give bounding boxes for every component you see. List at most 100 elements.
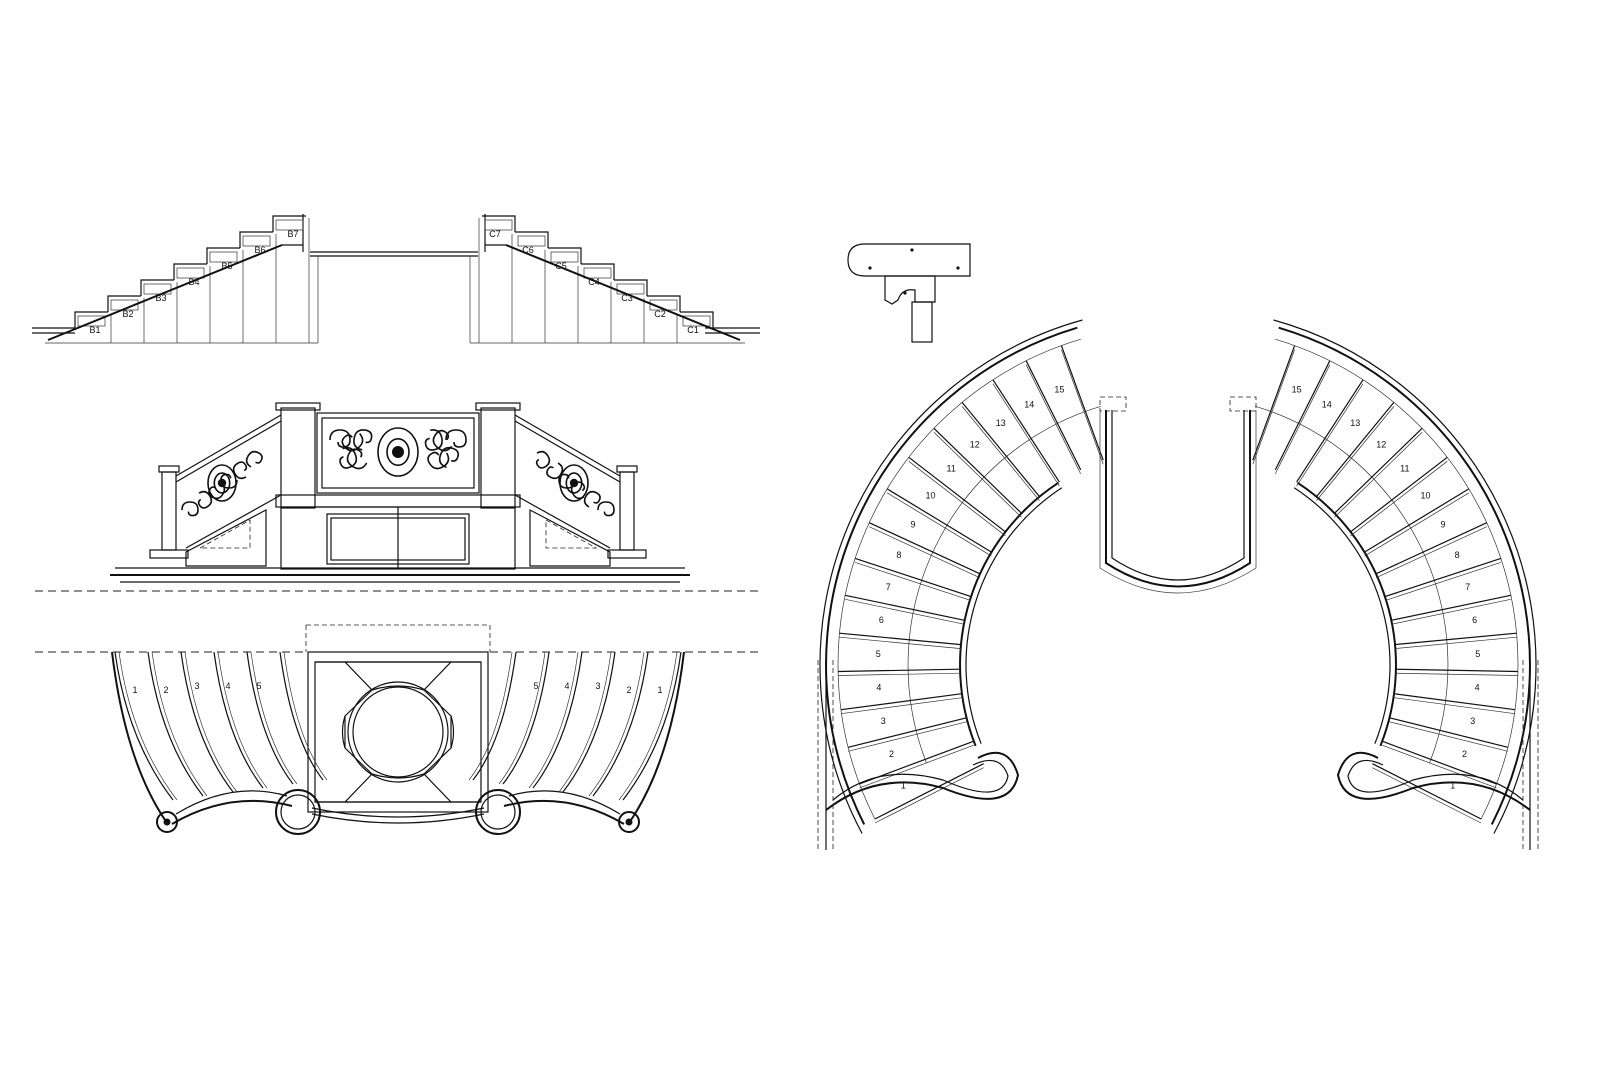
left-tread-line bbox=[114, 651, 174, 801]
right-step-profile bbox=[482, 215, 516, 232]
right-tread-line bbox=[502, 651, 550, 785]
left-medallion-ornament bbox=[207, 464, 237, 502]
right-tread-line bbox=[472, 651, 517, 781]
left-curved-step-number: 10 bbox=[925, 490, 935, 500]
right-curved-step-number: 7 bbox=[1465, 582, 1470, 592]
right-curved-step-number: 11 bbox=[1400, 464, 1409, 474]
left-step-label: B6 bbox=[254, 245, 265, 255]
right-tread-line bbox=[1384, 557, 1501, 598]
left-step-profile bbox=[107, 295, 141, 312]
left-curved-step-number: 14 bbox=[1024, 400, 1034, 410]
right-tread-line bbox=[562, 651, 616, 793]
right-tread-line bbox=[1372, 763, 1482, 820]
right-curved-step-number: 5 bbox=[1475, 649, 1480, 659]
right-curved-step-number: 12 bbox=[1376, 439, 1386, 449]
right-plan-step-number: 3 bbox=[595, 681, 600, 691]
left-plan-step-number: 3 bbox=[194, 681, 199, 691]
left-step-label: B4 bbox=[188, 277, 199, 287]
right-curved-step-number: 10 bbox=[1420, 490, 1430, 500]
right-step-profile bbox=[548, 247, 582, 264]
center-landing-outline bbox=[1105, 410, 1251, 588]
right-tread-line bbox=[1394, 693, 1516, 711]
left-curved-step-number: 3 bbox=[881, 716, 886, 726]
left-tread-line bbox=[180, 651, 234, 793]
right-step-label: C6 bbox=[522, 245, 534, 255]
right-curved-step-number: 9 bbox=[1440, 519, 1445, 529]
left-tread-line bbox=[840, 693, 962, 711]
right-step-label: C5 bbox=[555, 261, 567, 271]
right-plan-step-number: 4 bbox=[564, 681, 569, 691]
left-handrail bbox=[47, 244, 283, 341]
left-tread-line bbox=[845, 594, 965, 621]
right-tread-line bbox=[622, 651, 682, 801]
right-step-profile bbox=[515, 231, 549, 248]
left-plan-step-number: 4 bbox=[225, 681, 230, 691]
left-curved-step-number: 5 bbox=[876, 649, 881, 659]
right-step-profile bbox=[680, 311, 714, 328]
left-step-label: B7 bbox=[287, 229, 298, 239]
left-curved-step-number: 1 bbox=[901, 781, 906, 791]
right-outer-wall-arc bbox=[1273, 319, 1537, 834]
right-tread-line bbox=[1252, 345, 1296, 461]
right-plan-step-number: 2 bbox=[626, 685, 631, 695]
left-curved-step-number: 9 bbox=[910, 519, 915, 529]
left-tread-line bbox=[1025, 360, 1082, 471]
left-tread-line bbox=[839, 632, 962, 646]
left-tread-line bbox=[147, 651, 204, 797]
left-curved-step-number: 6 bbox=[879, 615, 884, 625]
left-curved-step-number: 12 bbox=[970, 439, 980, 449]
left-curved-step-number: 15 bbox=[1054, 384, 1064, 394]
right-step-label: C7 bbox=[489, 229, 501, 239]
left-curved-step-number: 7 bbox=[886, 582, 891, 592]
right-curved-step-number: 4 bbox=[1475, 683, 1480, 693]
left-step-label: B3 bbox=[155, 293, 166, 303]
right-tread-line bbox=[1395, 668, 1518, 673]
right-curved-step-number: 3 bbox=[1470, 716, 1475, 726]
right-bullnose-start-step bbox=[1336, 751, 1531, 811]
left-tread-line bbox=[213, 651, 264, 789]
right-tread-line bbox=[1350, 456, 1448, 533]
right-curved-step-number: 15 bbox=[1292, 384, 1302, 394]
right-tread-line bbox=[1334, 427, 1423, 514]
handrail-profile-section bbox=[847, 243, 971, 343]
right-step-label: C1 bbox=[687, 325, 699, 335]
right-step-label: C4 bbox=[588, 277, 600, 287]
left-curved-step-number: 2 bbox=[889, 749, 894, 759]
center-medallion-ornament bbox=[377, 427, 419, 477]
left-step-profile bbox=[173, 263, 207, 280]
front-elevation-railing bbox=[35, 402, 760, 653]
curved-stair-plan: 1234567891011121314151234567891011121314… bbox=[817, 319, 1539, 850]
right-tread-line bbox=[1375, 522, 1488, 575]
right-curved-step-number: 14 bbox=[1322, 400, 1332, 410]
left-plan-step-number: 5 bbox=[256, 681, 261, 691]
right-curved-step-number: 1 bbox=[1450, 781, 1455, 791]
left-curved-step-number: 4 bbox=[876, 683, 881, 693]
left-outer-wall-arc bbox=[819, 319, 1083, 834]
right-handrail bbox=[505, 244, 741, 341]
left-tread-line bbox=[908, 456, 1006, 533]
right-curved-step-number: 8 bbox=[1455, 550, 1460, 560]
left-tread-line bbox=[246, 651, 294, 785]
left-step-profile bbox=[74, 311, 108, 328]
left-tread-line bbox=[992, 379, 1060, 483]
left-curved-step-number: 13 bbox=[996, 418, 1006, 428]
left-tread-line bbox=[838, 668, 961, 673]
left-step-label: B2 bbox=[122, 309, 133, 319]
left-step-profile bbox=[239, 231, 273, 248]
right-step-profile bbox=[581, 263, 615, 280]
left-step-profile bbox=[206, 247, 240, 264]
left-tread-line bbox=[847, 717, 967, 748]
left-inner-stringer-arc bbox=[959, 481, 1060, 747]
left-tread-line bbox=[961, 402, 1040, 497]
left-outer-stringer-arc bbox=[825, 326, 1078, 825]
right-tread-line bbox=[1296, 379, 1364, 483]
right-tread-line bbox=[1316, 402, 1395, 497]
right-step-label: C2 bbox=[654, 309, 666, 319]
right-outer-stringer-arc bbox=[1278, 326, 1531, 825]
right-step-profile bbox=[614, 279, 648, 296]
right-tread-line bbox=[1364, 488, 1470, 553]
right-tread-line bbox=[1389, 717, 1509, 748]
